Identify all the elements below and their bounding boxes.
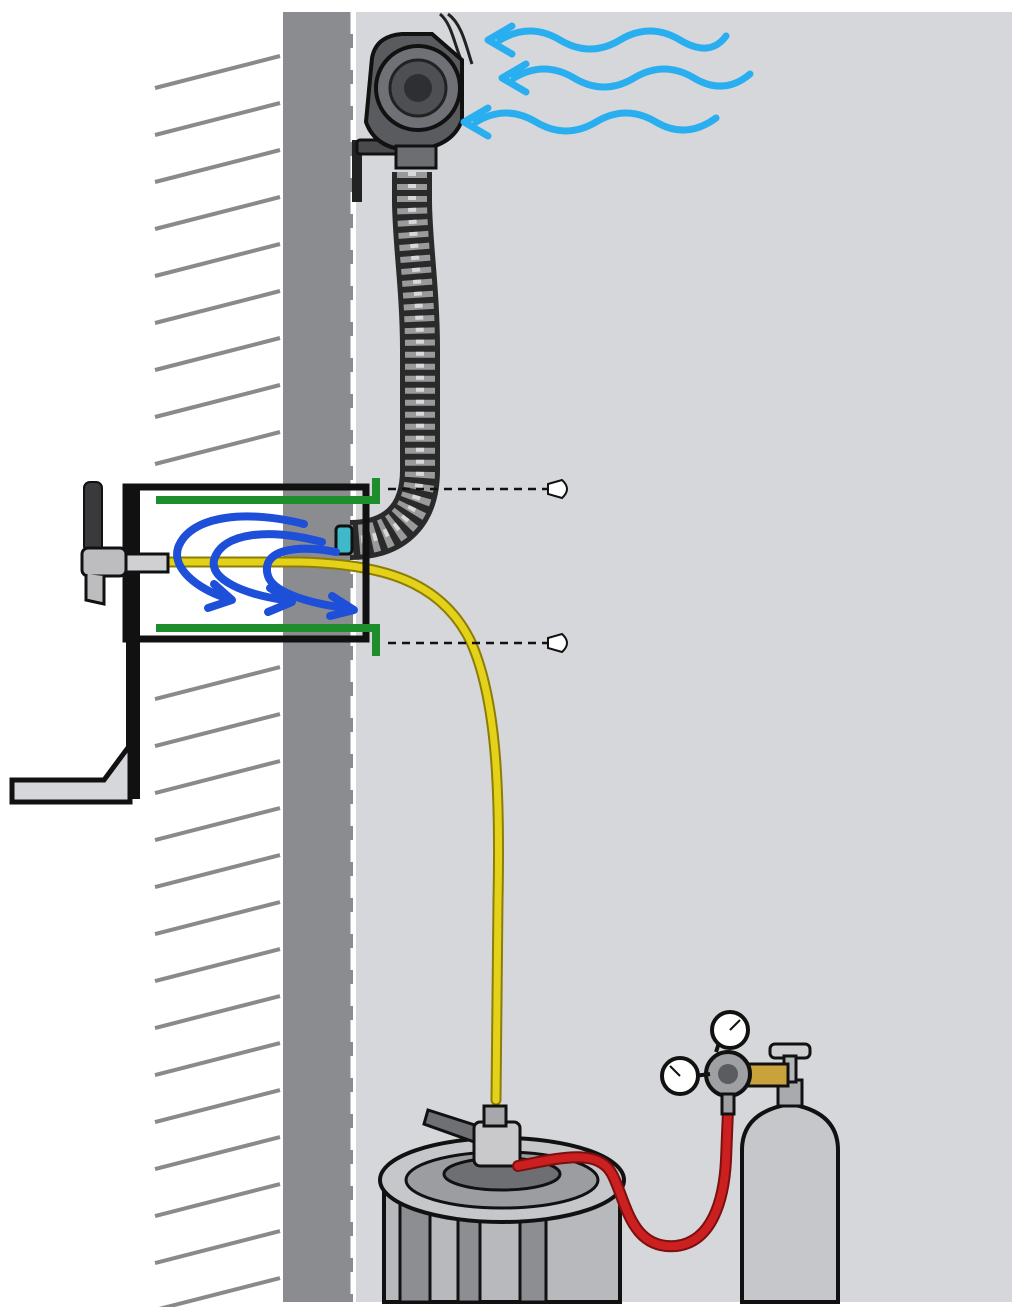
drip-tray-icon [9, 640, 133, 805]
hatch-line [158, 1276, 281, 1307]
hatch-line [154, 430, 281, 466]
trunk-liner-top [156, 478, 380, 504]
hatch-line [154, 1041, 281, 1077]
cold-air-flow [173, 512, 358, 620]
hatch-line [154, 759, 281, 795]
co2-cylinder-icon [740, 1042, 840, 1304]
pressure-regulator-icon [660, 1010, 790, 1116]
cold-room [356, 12, 1012, 1302]
flexible-duct-icon [334, 172, 440, 560]
wall-hatching [154, 54, 281, 1307]
hatch-line [154, 1088, 281, 1124]
hatch-line [154, 1182, 281, 1218]
hatch-line [154, 383, 281, 419]
hatch-line [154, 336, 281, 372]
hatch-line [154, 900, 281, 936]
hatch-line [154, 1135, 281, 1171]
screw-icon [388, 478, 568, 654]
hatch-line [154, 1229, 281, 1265]
hatch-line [154, 195, 281, 231]
hatch-line [154, 947, 281, 983]
hatch-line [154, 289, 281, 325]
duct-nozzle [334, 524, 354, 556]
fan-air-flow [460, 22, 754, 140]
hatch-line [154, 806, 281, 842]
trunk-liner-bottom [156, 624, 380, 656]
hatch-line [154, 101, 281, 137]
hatch-line [154, 712, 281, 748]
blower-fan-icon [352, 12, 474, 202]
hatch-line [154, 54, 281, 90]
hatch-line [154, 665, 281, 701]
hatch-line [154, 994, 281, 1030]
hatch-line [154, 242, 281, 278]
hatch-line [154, 853, 281, 889]
wall [283, 12, 353, 1302]
hatch-line [154, 148, 281, 184]
beer-tap-icon [80, 481, 170, 606]
